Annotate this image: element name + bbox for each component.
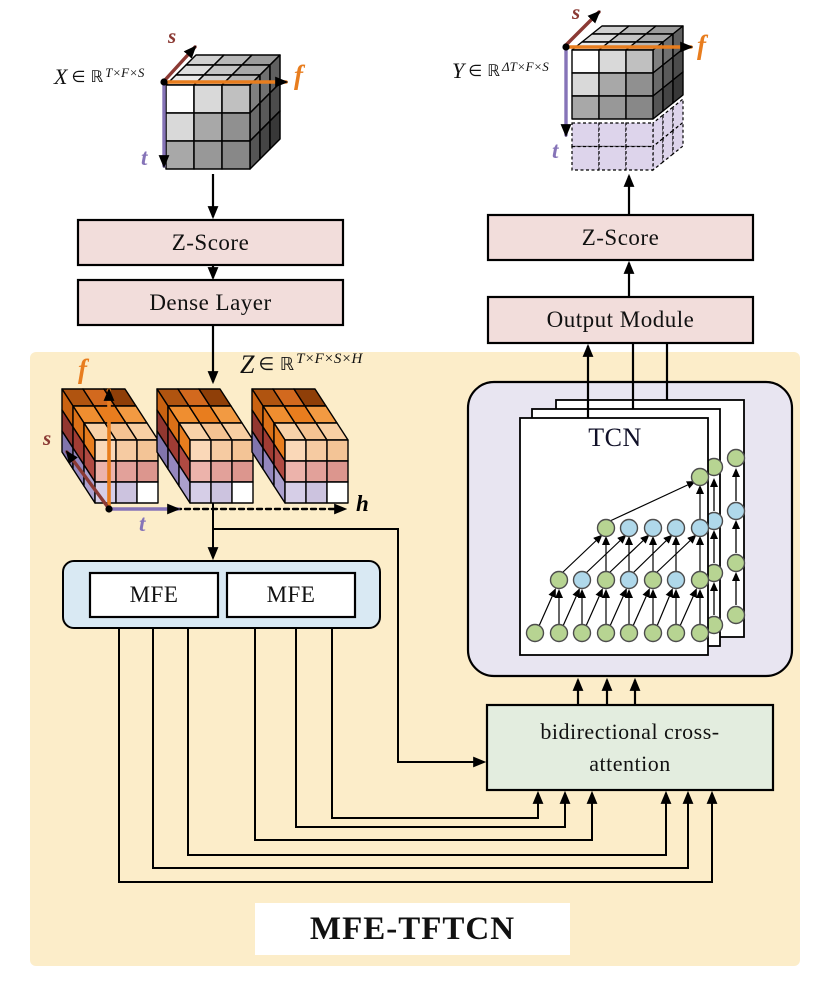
f-axis-label: f (697, 30, 706, 60)
output-tensor-relation: ∈ ℝ (468, 61, 500, 80)
axes-origin-dot (105, 505, 113, 513)
hidden-cube-axes (65, 387, 348, 515)
tcn-to-output-lines (582, 343, 669, 418)
input-tensor-symbol: X (54, 64, 68, 89)
output-tensor-symbol: Y (452, 58, 465, 83)
cross-attention-label: bidirectional cross- attention (487, 705, 773, 790)
attention-to-tcn-arrows (572, 677, 641, 704)
input-cube-axes (158, 45, 289, 169)
tcn-label: TCN (588, 423, 642, 452)
mfe-right-box (225, 571, 357, 619)
input-tensor-cube (165, 54, 281, 170)
h-axis-label: h (356, 491, 369, 516)
output-cube-axes (560, 10, 694, 138)
t-axis-label: t (552, 138, 559, 163)
diagram-title: MFE-TFTCN (309, 910, 516, 947)
output-tensor-label: Y ∈ ℝ ΔT×F×S (452, 60, 549, 82)
s-axis-label: s (572, 0, 581, 24)
tcn-back-card-nodes (726, 448, 746, 625)
tcn-card-front (519, 417, 709, 656)
hidden-tensor-relation: ∈ ℝ (258, 354, 295, 375)
hidden-feature-cubes (61, 388, 349, 504)
input-tensor-label: X ∈ ℝ T×F×S (54, 66, 144, 88)
tcn-node-graph (525, 467, 710, 643)
output-module-box (486, 295, 755, 345)
input-tensor-dims: T×F×S (105, 65, 145, 80)
dense-layer-box (76, 278, 345, 327)
tcn-nodes (525, 467, 710, 643)
s-axis-arrow (564, 10, 601, 47)
tcn-middle-card-nodes (704, 457, 724, 635)
hidden-tensor-label: Z ∈ ℝ T×F×S×H (240, 352, 362, 378)
output-tensor-dims: ΔT×F×S (501, 59, 549, 74)
axes-origin-dot (160, 78, 168, 86)
zscore-input-label: Z-Score (171, 229, 250, 255)
zscore-output-label: Z-Score (581, 224, 660, 250)
mfe-right-label: MFE (266, 582, 316, 607)
f-axis-label: f (294, 60, 303, 90)
hidden-tensor-symbol: Z (240, 350, 255, 379)
t-axis-label: t (139, 511, 146, 536)
t-axis-label: t (141, 145, 148, 170)
s-axis-label: s (168, 24, 177, 48)
f-axis-label: f (78, 354, 87, 384)
input-tensor-relation: ∈ ℝ (71, 67, 104, 86)
predicted-tensor-dashed-cube (571, 97, 684, 172)
s-axis-arrow (163, 45, 197, 82)
s-axis-label: s (43, 426, 52, 450)
title-plate (255, 903, 570, 955)
output-module-label: Output Module (546, 307, 695, 332)
mfe-to-attention-connectors (118, 617, 718, 883)
tcn-node-edges (538, 481, 704, 627)
cross-attention-line1: bidirectional cross- (540, 718, 720, 744)
cross-attention-line2: attention (589, 750, 671, 776)
hidden-tensor-connectors (207, 503, 487, 768)
zscore-input-box (76, 218, 345, 267)
output-tensor-cube (571, 25, 684, 120)
cross-attention-box (485, 703, 775, 792)
mfe-left-label: MFE (129, 582, 179, 607)
zscore-output-box (486, 213, 755, 262)
s-axis-arrow (65, 450, 109, 508)
mfe-left-box (88, 571, 220, 619)
hidden-tensor-dims: T×F×S×H (296, 351, 363, 367)
dense-layer-label: Dense Layer (149, 289, 272, 315)
axes-origin-dot (562, 43, 570, 51)
